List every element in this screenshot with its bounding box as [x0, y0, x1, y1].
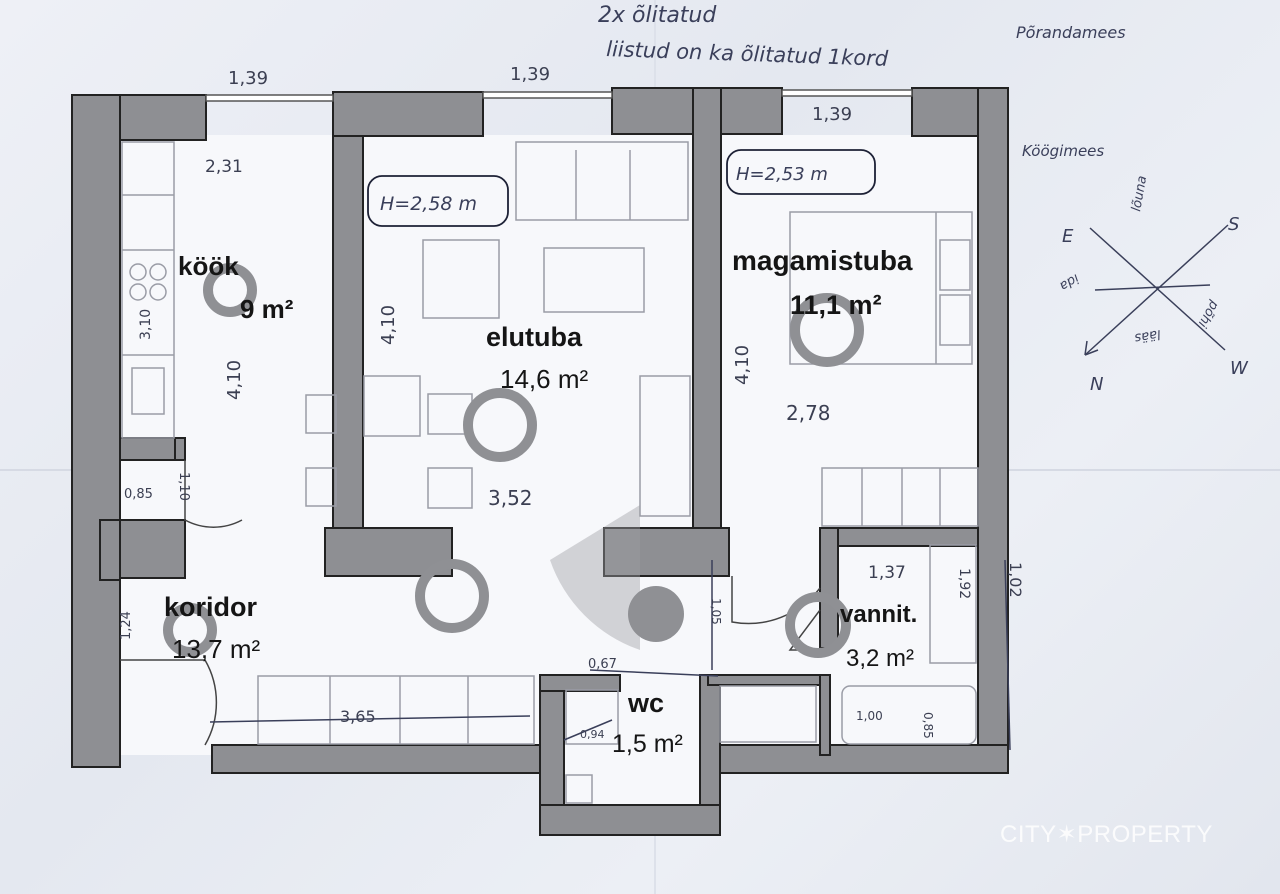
- dim-kitchen-height: 4,10: [224, 360, 245, 400]
- dim-bedroom-height: 4,10: [732, 345, 753, 385]
- note-kitchen-man: Köögimees: [1022, 142, 1104, 160]
- dim-bedroom-width: 2,78: [786, 401, 831, 425]
- dim-living-height: 4,10: [378, 305, 399, 345]
- room-corridor-name: koridor: [164, 592, 258, 622]
- room-living-area: 14,6 m²: [500, 364, 588, 394]
- dim-top-right: 1,39: [812, 104, 852, 125]
- room-bath-area: 3,2 m²: [846, 645, 914, 672]
- wc-marker: [628, 586, 684, 642]
- note-trims: liistud on ka õlitatud 1kord: [606, 37, 889, 71]
- dim-bath-width: 1,37: [868, 563, 906, 583]
- room-kitchen-area: 9 m²: [240, 294, 294, 324]
- compass-n: N: [1090, 374, 1103, 395]
- room-wc-area: 1,5 m²: [612, 730, 683, 758]
- height-boxes: [367, 149, 876, 227]
- dim-storage-b: 1,10: [176, 472, 191, 501]
- room-living-name: elutuba: [486, 322, 583, 352]
- room-bedroom-area: 11,1 m²: [790, 290, 882, 320]
- dim-living-width: 3,52: [488, 486, 533, 510]
- walls: [71, 87, 1009, 836]
- furniture: [121, 141, 979, 804]
- dim-top-left: 1,39: [228, 68, 268, 89]
- brand-watermark: CITY✶PROPERTY: [1000, 821, 1213, 848]
- measure-lines: [209, 559, 1011, 751]
- height-bedroom: H=2,53 m: [736, 164, 828, 185]
- compass-rose: [1084, 224, 1229, 356]
- dim-kitchen-side: 3,10: [138, 309, 154, 340]
- windows: [205, 89, 913, 102]
- compass-w: W: [1230, 358, 1249, 379]
- compass-label-sw: lääs: [1133, 326, 1162, 345]
- note-floor-man: Põrandamees: [1016, 23, 1126, 42]
- compass-label-nw: ida: [1057, 271, 1082, 294]
- room-wc-name: wc: [627, 688, 664, 718]
- wc-floor: [560, 680, 710, 810]
- dim-corridor-length: 3,65: [340, 707, 376, 726]
- dim-bath-height: 1,92: [956, 568, 972, 599]
- compass-e: E: [1062, 226, 1074, 247]
- dim-storage-a: 0,85: [124, 487, 153, 502]
- dim-corridor-left: 1,24: [119, 611, 134, 640]
- dim-tub-a: 1,00: [856, 709, 883, 723]
- room-corridor-area: 13,7 m²: [172, 634, 260, 664]
- dim-wc-small: 0,94: [580, 728, 605, 741]
- room-bedroom-name: magamistuba: [732, 245, 913, 276]
- photo-markers: [163, 263, 864, 658]
- interior-floor: [120, 135, 1000, 755]
- dim-tub-b: 0,85: [921, 712, 935, 739]
- note-oiled: 2x õlitatud: [598, 3, 717, 28]
- dim-wc-width: 0,67: [588, 657, 617, 672]
- compass-s: S: [1228, 214, 1239, 235]
- dim-bath-side: 1,02: [1006, 562, 1025, 598]
- room-bath-name: vannit.: [840, 601, 917, 628]
- dim-wc-side: 1,05: [709, 598, 723, 625]
- dim-kitchen-width: 2,31: [205, 157, 243, 177]
- dim-top-mid: 1,39: [510, 64, 550, 85]
- room-kitchen-name: köök: [178, 251, 239, 281]
- height-living: H=2,58 m: [380, 193, 477, 215]
- compass-label-ne: lõuna: [1129, 175, 1150, 213]
- door-swings: [550, 505, 640, 650]
